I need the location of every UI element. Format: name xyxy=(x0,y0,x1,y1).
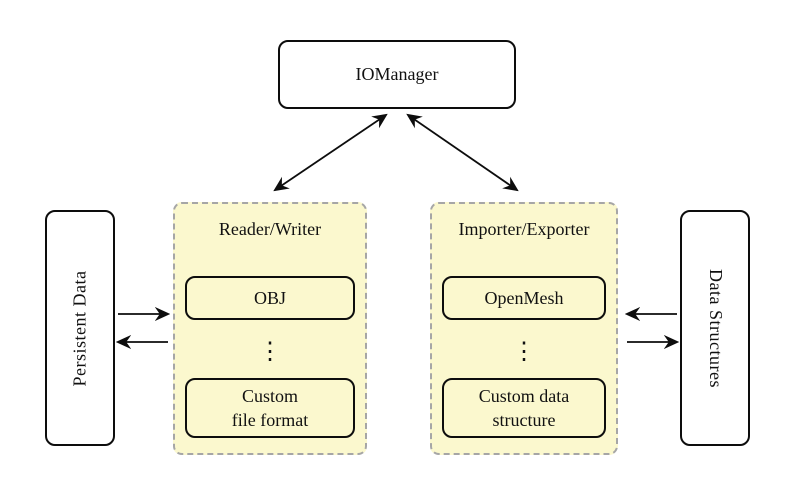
vertical-dots: ⋮ xyxy=(512,339,536,365)
obj-label: OBJ xyxy=(253,288,286,308)
obj-box: OBJ xyxy=(185,276,355,320)
iomanager-label: IOManager xyxy=(355,64,439,84)
openmesh-box: OpenMesh xyxy=(442,276,606,320)
importer-exporter-label: Importer/Exporter xyxy=(458,219,590,239)
persistent-data-label: Persistent Data xyxy=(69,270,90,386)
reader-writer-ellipsis: ⋮ xyxy=(175,330,365,374)
openmesh-label: OpenMesh xyxy=(484,288,564,308)
custom-file-format-box: Custom file format xyxy=(185,378,355,438)
iomanager-box: IOManager xyxy=(278,40,516,109)
custom-data-structure-line2: structure xyxy=(492,410,556,430)
reader-writer-group: Reader/Writer OBJ ⋮ Custom file format xyxy=(173,202,367,455)
arrow-iomanager-readerwriter xyxy=(273,113,388,192)
custom-file-format-line1: Custom xyxy=(241,386,298,406)
data-structures-box: Data Structures xyxy=(680,210,750,446)
custom-data-structure-line1: Custom data xyxy=(478,386,570,406)
importer-exporter-group: Importer/Exporter OpenMesh ⋮ Custom data… xyxy=(430,202,618,455)
reader-writer-label: Reader/Writer xyxy=(218,219,322,239)
arrow-iomanager-importerexporter xyxy=(406,113,519,192)
custom-file-format-line2: file format xyxy=(231,410,309,430)
importer-exporter-ellipsis: ⋮ xyxy=(432,330,616,374)
custom-data-structure-box: Custom data structure xyxy=(442,378,606,438)
data-structures-label: Data Structures xyxy=(705,268,726,388)
vertical-dots: ⋮ xyxy=(258,339,282,365)
persistent-data-box: Persistent Data xyxy=(45,210,115,446)
